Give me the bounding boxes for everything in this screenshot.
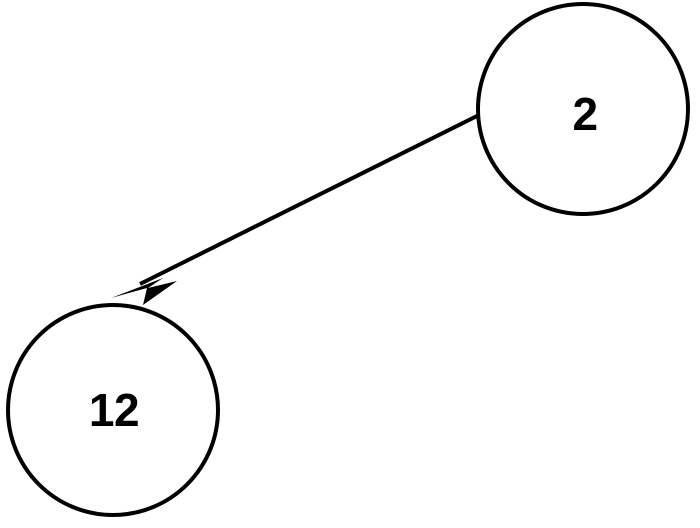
edge-line — [139, 114, 478, 286]
edge-2-to-12[interactable] — [111, 114, 478, 305]
graph-node-2[interactable]: 2 — [476, 2, 690, 216]
node-2-label: 2 — [572, 88, 597, 140]
node-12-circle — [6, 303, 220, 517]
graph-node-12[interactable]: 12 — [6, 303, 220, 517]
node-2-circle — [476, 2, 690, 216]
node-12-label: 12 — [89, 384, 139, 436]
